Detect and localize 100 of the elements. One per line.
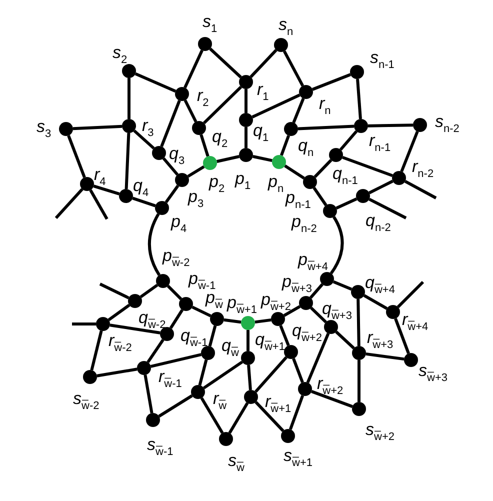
edge-line [198,359,208,386]
edge-line [288,395,304,430]
vertex-label: r$_{w̅+3}$ [367,329,394,351]
pendant-edge [54,188,84,220]
curved-edge [148,213,161,276]
edge-line [244,127,248,148]
edge-line [162,157,179,176]
edge-line [250,49,278,78]
vertex-label: q$_{n-1}$ [332,165,358,187]
edge-line [282,50,304,87]
vertex-label: r$_{n-2}$ [412,158,434,180]
vertex-label: r$_{w̅}$ [213,390,227,412]
vertex-label: s$_{w̅}$ [228,452,244,474]
vertex-label: r$_{3}$ [142,117,154,139]
vertex-label: s$_{w̅+1}$ [284,447,312,469]
edge-line [332,280,352,291]
vertex-label: s$_{2}$ [112,44,128,66]
vertex-label: p$_{w̅+1}$ [227,294,257,316]
edge-line [169,309,184,329]
vertex-label: p$_{n}$ [268,173,284,195]
edge-line [134,72,176,93]
pendant-edge [396,280,424,308]
vertex-label: q$_{n-2}$ [366,212,391,234]
edge-line [292,98,305,124]
edge-line [358,360,360,402]
vertex-label: r$_{n-1}$ [369,132,391,154]
vertex-label: q$_{w̅+1}$ [255,331,285,353]
vertex-label: r$_{w̅-2}$ [108,332,132,354]
vertex-label: r$_{w̅+1}$ [265,393,292,415]
edge-line [244,89,248,113]
edge-line [366,352,404,361]
edge-line [128,78,130,119]
edge-line [342,156,393,177]
vertex-label: s$_{w̅+3}$ [418,362,448,384]
edge-line [246,330,250,351]
vertex-label: s$_{w̅+2}$ [366,421,394,443]
vertex-label: s$_{n}$ [278,16,294,38]
vertex-label: p$_{w̅}$ [206,289,223,311]
vertex-label: p$_{w̅-1}$ [188,270,216,292]
vertex-label: q$_{w̅+3}$ [322,300,352,322]
edge-line [247,364,252,390]
vertex-label: q$_{1}$ [253,122,269,144]
pendant-edge [72,322,96,326]
edge-line [93,184,120,196]
vertex-label: p$_{w̅+4}$ [298,251,328,273]
edge-line [394,318,410,354]
vertex-label: q$_{w̅}$ [222,337,239,359]
pendant-edge [89,189,108,220]
vertex-label: q$_{w̅-2}$ [138,309,166,331]
edge-line [309,283,324,299]
edge-line [310,306,327,324]
pendant-edge [99,282,130,300]
edge-line [311,390,353,408]
edge-line [224,318,242,324]
vertex-label: p$_{3}$ [188,188,204,210]
edge-line [72,124,122,130]
edge-line [146,338,164,364]
edge-line [200,134,210,157]
edge-line [252,154,272,162]
edge-line [158,394,193,418]
edge-line [216,155,240,163]
edge-line [280,135,290,156]
vertex-label: p$_{4}$ [171,213,187,235]
edge-line [150,353,202,368]
vertex-label: s$_{3}$ [36,118,52,140]
edge-line [96,368,138,378]
edge-line [312,186,328,206]
edge-line [202,360,244,390]
edge-line [368,124,414,128]
pendant-edge [404,180,437,200]
edge-line [110,324,160,334]
edge-line [164,184,180,204]
edge-line [192,306,212,318]
vertex-label: q$_{w̅-1}$ [180,327,208,349]
edge-line [184,50,204,88]
vertex-label: s$_{w̅-2}$ [73,390,100,412]
edge-line [160,100,181,148]
vertex-label: q$_{4}$ [133,177,149,199]
edge-line [202,86,242,124]
edge-line [90,330,103,371]
edge-line [306,332,330,384]
vertex-label: r$_{1}$ [257,81,269,103]
edge-line [254,401,284,432]
curved-edge [330,216,344,274]
vertex-label: r$_{2}$ [197,87,209,109]
edge-line [228,402,249,434]
edge-line [208,325,217,347]
vertex-label: p$_{w̅-2}$ [162,247,190,269]
edge-line [336,198,358,210]
edge-line [339,130,358,151]
vertex-label: r$_{w̅+4}$ [402,311,428,333]
edge-line [292,358,304,383]
edge-line [356,298,360,346]
edge-line [184,100,198,122]
vertex-label: p$_{2}$ [209,173,225,195]
edge-line [133,130,155,150]
vertex-label: p$_{1}$ [235,170,251,192]
vertex-label: q$_{3}$ [169,145,185,167]
edge-line [209,48,242,78]
edge-line [187,165,205,178]
